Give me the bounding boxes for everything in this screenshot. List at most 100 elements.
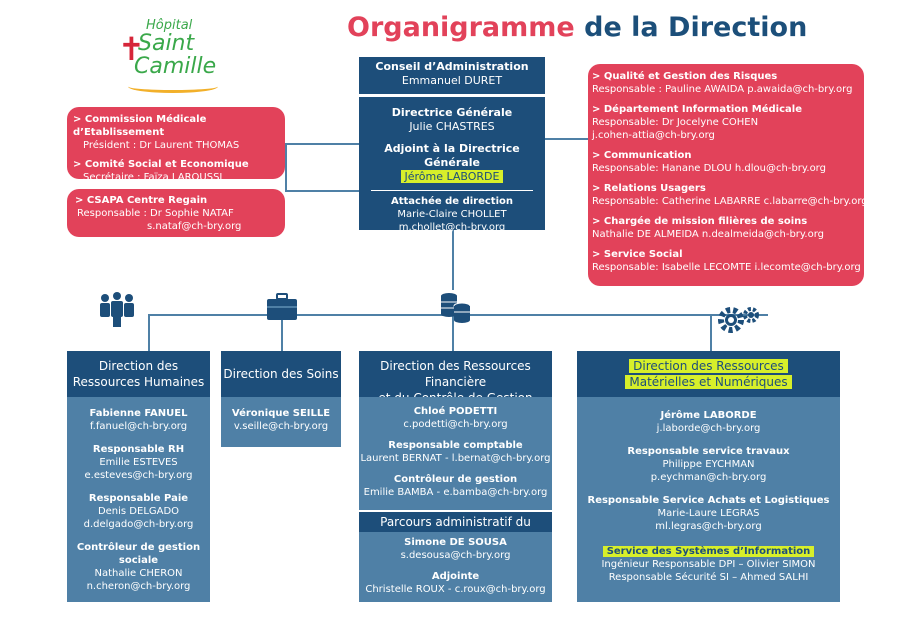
logo-line3: Camille: [134, 54, 217, 79]
att-email: m.chollet@ch-bry.org: [398, 222, 506, 233]
drf-p1-email: c.podetti@ch-bry.org: [403, 419, 508, 430]
drh-title2: Ressources Humaines: [72, 375, 205, 389]
service-line: Responsable: Hanane DLOU h.dlou@ch-bry.o…: [592, 163, 826, 174]
dg-title: Directrice Générale: [391, 106, 513, 119]
gears-icon: [718, 307, 759, 333]
service-line: Nathalie DE ALMEIDA n.dealmeida@ch-bry.o…: [592, 229, 824, 240]
service-line: Responsable : Pauline AWAIDA p.awaida@ch…: [592, 84, 853, 95]
adj-title: Adjoint à la Directrice Générale: [384, 142, 520, 169]
service-line: j.cohen-attia@ch-bry.org: [592, 130, 715, 141]
drh-p4-email: n.cheron@ch-bry.org: [86, 581, 191, 592]
drh-p1-email: f.fanuel@ch-bry.org: [89, 421, 188, 432]
connector-drh: [148, 314, 150, 351]
conseil-title: Conseil d’Administration: [375, 60, 529, 73]
drf-header: Direction des Ressources Financière et d…: [359, 351, 552, 405]
drf-title1: Direction des Ressources Financière: [380, 359, 531, 389]
parcours-p1-name: Simone DE SOUSA: [404, 537, 507, 548]
logo-swoosh: [128, 80, 218, 93]
drmn-p2-role: Responsable service travaux: [627, 446, 790, 457]
drmn-p3-name: Marie-Laure LEGRAS: [657, 508, 760, 519]
ds-body: Véronique SEILLE v.seille@ch-bry.org: [221, 397, 341, 447]
drmn-body: Jérôme LABORDE j.laborde@ch-bry.org Resp…: [577, 397, 840, 602]
drf-p3-line: Emilie BAMBA - e.bamba@ch-bry.org: [363, 487, 548, 498]
cse-title: > Comité Social et Economique: [73, 159, 249, 170]
drh-title1: Direction des: [98, 359, 179, 373]
direction-box: Directrice Générale Julie CHASTRES Adjoi…: [359, 97, 545, 233]
drh-body: Fabienne FANUEL f.fanuel@ch-bry.org Resp…: [67, 397, 210, 602]
dg-name: Julie CHASTRES: [409, 120, 495, 133]
drh-p2-name: Emilie ESTEVES: [99, 457, 178, 468]
drmn-p2-name: Philippe EYCHMAN: [662, 459, 755, 470]
commissions-box: > Commission Médicale d’Etablissement Pr…: [67, 107, 285, 183]
service-title: > Chargée de mission filières de soins: [592, 216, 808, 227]
ds-email: v.seille@ch-bry.org: [233, 421, 329, 432]
drmn-p2-email: p.eychman@ch-bry.org: [650, 472, 767, 483]
connector-center-down: [452, 230, 454, 290]
page-title: Organigramme de la Direction: [347, 12, 807, 43]
drh-p2-role: Responsable RH: [92, 444, 185, 455]
csapa-title: > CSAPA Centre Regain: [75, 195, 208, 206]
csapa-box: > CSAPA Centre Regain Responsable : Dr S…: [67, 189, 285, 237]
drf-p3-role: Contrôleur de gestion: [393, 474, 518, 485]
att-name: Marie-Claire CHOLLET: [397, 209, 507, 220]
drh-p4-role1: Contrôleur de gestion: [76, 542, 201, 553]
connector-drmn: [710, 314, 712, 351]
drmn-si-title: Service des Systèmes d’Information: [602, 546, 815, 557]
drmn-p1-email: j.laborde@ch-bry.org: [656, 423, 761, 434]
drmn-si-line2: Responsable Sécurité SI – Ahmed SALHI: [608, 572, 809, 583]
csapa-line2: s.nataf@ch-bry.org: [147, 221, 242, 232]
service-title: > Service Social: [592, 249, 683, 260]
hospital-logo: ✝ Hôpital Saint Camille: [108, 18, 228, 100]
parcours-p1-email: s.desousa@ch-bry.org: [400, 550, 511, 561]
title-part2: de la Direction: [584, 12, 808, 43]
service-line: Responsable: Isabelle LECOMTE i.lecomte@…: [592, 262, 861, 273]
ds-title: Direction des Soins: [223, 367, 339, 381]
drf-body: Chloé PODETTI c.podetti@ch-bry.org Respo…: [359, 397, 552, 510]
drmn-p1-name: Jérôme LABORDE: [660, 410, 757, 421]
connector-ds: [281, 314, 283, 351]
cse-line: Secrétaire : Faïza LAROUSSI: [83, 172, 223, 183]
csapa-line1: Responsable : Dr Sophie NATAF: [77, 208, 234, 219]
drh-p3-role: Responsable Paie: [88, 493, 189, 504]
att-title: Attachée de direction: [391, 196, 513, 207]
drmn-p3-email: ml.legras@ch-bry.org: [655, 521, 762, 532]
cme-title: > Commission Médicale d’Etablissement: [73, 114, 207, 138]
logo-line2: Saint: [138, 31, 195, 56]
service-title: > Qualité et Gestion des Risques: [592, 71, 778, 82]
drf-p1-name: Chloé PODETTI: [413, 406, 498, 417]
connector-left: [285, 143, 359, 145]
cme-line: Président : Dr Laurent THOMAS: [83, 140, 240, 151]
parcours-header: Parcours administratif du patient: [359, 512, 552, 545]
connector-left-vertical: [285, 143, 287, 192]
drh-p3-email: d.delgado@ch-bry.org: [83, 519, 194, 530]
service-line: Responsable: Dr Jocelyne COHEN: [592, 117, 759, 128]
parcours-p2-role: Adjointe: [431, 571, 480, 582]
drh-header: Direction des Ressources Humaines: [67, 351, 210, 397]
drmn-title1: Direction des Ressources: [629, 359, 788, 373]
service-line: Responsable: Catherine LABARRE c.labarre…: [592, 196, 864, 207]
drmn-p3-role: Responsable Service Achats et Logistique…: [587, 495, 830, 506]
logo-line1: Hôpital: [146, 18, 193, 33]
service-title: > Communication: [592, 150, 692, 161]
title-part1: Organigramme: [347, 12, 575, 43]
drh-p4-role2: sociale: [118, 555, 159, 566]
drh-p1-name: Fabienne FANUEL: [89, 408, 188, 419]
drmn-si-line1: Ingénieur Responsable DPI – Olivier SIMO…: [601, 559, 816, 570]
adj-name: Jérôme LABORDE: [400, 170, 504, 183]
parcours-body: Simone DE SOUSA s.desousa@ch-bry.org Adj…: [359, 532, 552, 602]
drmn-header: Direction des Ressources Matérielles et …: [577, 351, 840, 397]
coins-icon: [441, 293, 471, 323]
parcours-p2-line: Christelle ROUX - c.roux@ch-bry.org: [365, 584, 546, 595]
conseil-box: Conseil d’Administration Emmanuel DURET: [359, 57, 545, 94]
ds-name: Véronique SEILLE: [231, 408, 331, 419]
ds-header: Direction des Soins: [221, 351, 341, 397]
briefcase-icon: [267, 293, 297, 320]
service-title: > Relations Usagers: [592, 183, 706, 194]
people-icon: [100, 292, 134, 327]
drmn-title2: Matérielles et Numériques: [625, 375, 792, 389]
